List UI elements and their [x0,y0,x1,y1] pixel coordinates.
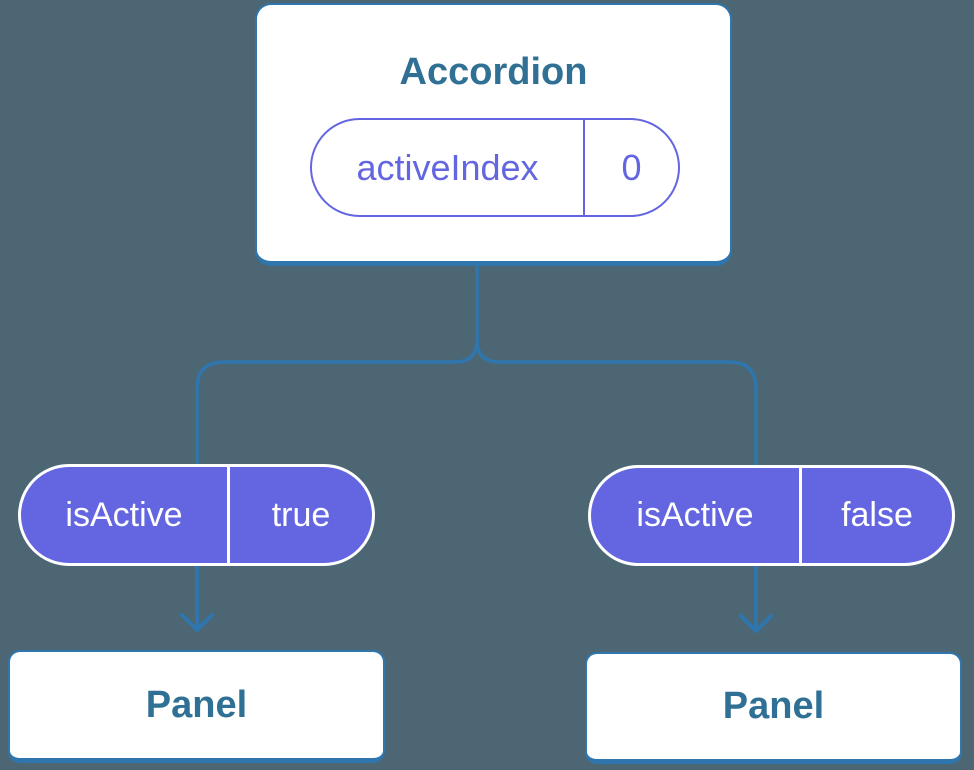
state-pill: activeIndex 0 [310,118,680,217]
state-pill-key: activeIndex [312,120,585,215]
branch-line-right [475,338,758,532]
arrow-down-right-icon [739,557,773,633]
prop-pill-left-key: isActive [21,467,230,563]
panel-node-right: Panel [585,652,962,764]
state-pill-value: 0 [621,146,642,188]
panel-node-left: Panel [8,650,385,763]
accordion-node: Accordion activeIndex 0 [255,3,732,266]
prop-pill-right-key: isActive [591,468,802,563]
branch-line-left [195,262,479,532]
prop-pill-left: isActive true [18,464,375,566]
arrow-down-left-icon [180,556,214,632]
prop-pill-right-value: false [841,496,913,534]
prop-pill-right: isActive false [588,465,955,566]
panel-node-left-title: Panel [145,683,248,726]
panel-node-right-title: Panel [722,685,825,727]
accordion-node-title: Accordion [399,51,588,93]
prop-pill-left-value: true [271,495,331,534]
